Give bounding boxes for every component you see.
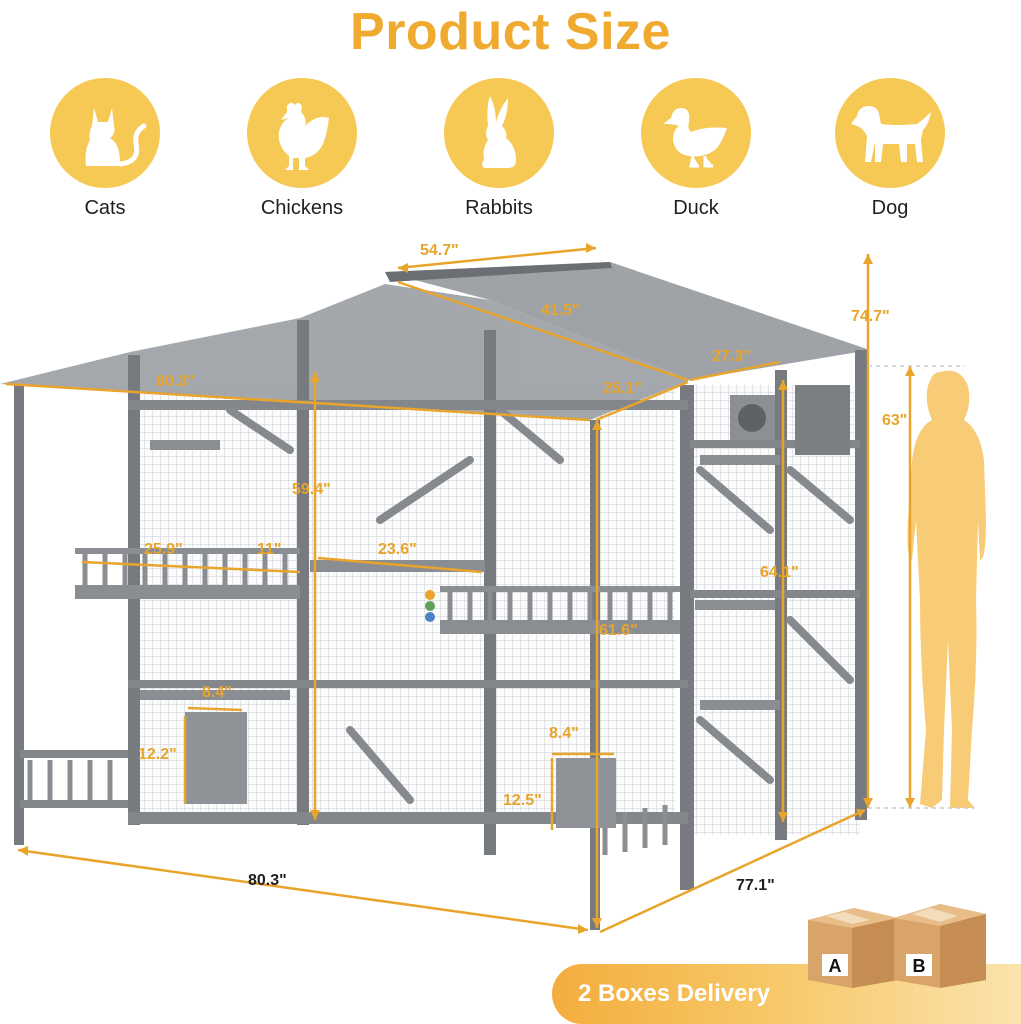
post: [680, 385, 694, 890]
ramp: [346, 726, 414, 804]
delivery-boxes: A B: [808, 904, 986, 988]
dim-center-shelf-width: 23.6": [378, 541, 417, 558]
rabbit-icon: [482, 96, 516, 168]
awning-post: [590, 420, 600, 930]
dim-right-height: 64.1": [760, 564, 799, 581]
box-b-icon: [894, 904, 986, 988]
box-b-label: B: [913, 956, 926, 976]
page-title: Product Size: [350, 3, 671, 61]
upper-shelf: [700, 455, 780, 465]
low-shelf: [140, 690, 290, 700]
front-roof: [0, 284, 690, 420]
right-railing: [447, 592, 673, 620]
human-silhouette: [907, 370, 986, 808]
beam: [690, 440, 860, 448]
post: [855, 350, 867, 820]
toy-ball: [425, 601, 435, 611]
roof-ridge: [385, 262, 612, 282]
right-roof: [385, 262, 870, 380]
brace: [786, 616, 854, 684]
animal-label-rabbits: Rabbits: [465, 197, 533, 219]
dim-base-width: 80.3": [248, 872, 287, 889]
brace: [496, 406, 564, 464]
dim-center-height: 59.4": [292, 481, 331, 498]
left-door: [185, 712, 247, 804]
catio-illustration: [0, 243, 986, 934]
beam: [690, 590, 860, 598]
delivery-text: 2 Boxes Delivery: [578, 980, 771, 1007]
right-shelf-rail: [440, 586, 680, 592]
animal-label-duck: Duck: [673, 197, 719, 219]
box-hole: [738, 404, 766, 432]
left-shelf: [75, 585, 300, 599]
dim-left-shelf-width: 25.9": [144, 541, 183, 558]
chicken-icon: [278, 102, 329, 170]
dim-left-roof-width: 80.3": [156, 373, 195, 390]
toy-ball: [425, 612, 435, 622]
animal-circle-chickens: [247, 78, 357, 188]
animal-circle-dog: [835, 78, 945, 188]
dim-inner-height: 61.6": [599, 622, 638, 639]
box-a-icon: [808, 908, 898, 988]
left-fence: [27, 760, 113, 800]
dim-roof-slope: 41.5": [541, 302, 580, 319]
human-guides: [868, 365, 975, 809]
post: [297, 320, 309, 825]
brace: [696, 716, 774, 784]
dog-icon: [851, 106, 931, 162]
left-shelf-rail: [75, 548, 300, 554]
dim-right-door-height: 12.5": [503, 792, 542, 809]
dim-base-depth: 77.1": [736, 877, 775, 894]
low-shelf: [700, 700, 780, 710]
upper-box-right: [795, 385, 850, 455]
right-shelf: [440, 620, 680, 634]
mid-shelf: [695, 600, 775, 610]
cat-icon: [85, 108, 147, 167]
right-fence: [602, 805, 668, 855]
upper-shelf: [150, 440, 220, 450]
right-door: [556, 758, 616, 828]
dim-roof-top-width: 54.7": [420, 242, 459, 259]
dimension-lines: [5, 246, 912, 934]
animal-circle-rabbits: [444, 78, 554, 188]
duck-icon: [663, 108, 727, 168]
dim-left-shelf-depth: 11": [257, 541, 282, 558]
arrow-heads: [18, 243, 915, 934]
animal-circle-cats: [50, 78, 160, 188]
brace: [786, 466, 854, 524]
beam: [128, 680, 688, 688]
awning-post: [14, 385, 24, 845]
animal-label-dog: Dog: [871, 197, 909, 219]
beam: [128, 812, 688, 824]
animal-circle-duck: [641, 78, 751, 188]
animal-label-chickens: Chickens: [260, 197, 344, 219]
ramp: [376, 456, 474, 524]
dim-roof-depth: 25.1": [603, 380, 642, 397]
fence-rail: [20, 800, 128, 808]
dim-total-height: 74.7": [851, 308, 890, 325]
dim-right-roof-width: 27.3": [712, 348, 751, 365]
dim-left-door-width: 8.4": [202, 684, 232, 701]
fence-rail: [20, 750, 128, 758]
dim-left-door-height: 12.2": [138, 746, 177, 763]
beam: [128, 400, 688, 410]
brace: [226, 406, 294, 454]
dim-right-door-width: 8.4": [549, 725, 579, 742]
toy-ball: [425, 590, 435, 600]
dim-human-height: 63": [882, 412, 908, 429]
animal-label-cats: Cats: [84, 197, 126, 219]
box-a-label: A: [829, 956, 842, 976]
brace: [696, 466, 774, 534]
